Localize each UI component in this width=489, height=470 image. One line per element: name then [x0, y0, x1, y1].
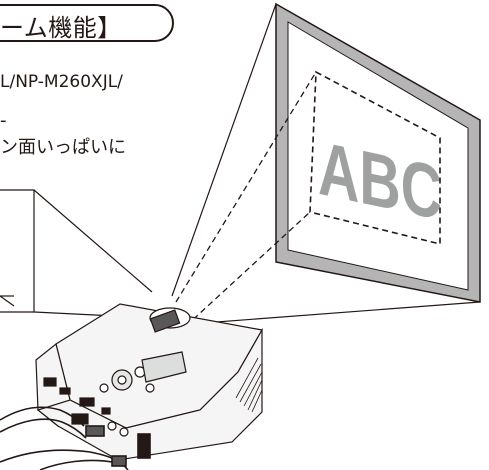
projector-cables	[0, 406, 151, 470]
section-title: ーム機能】	[0, 14, 122, 42]
zoom-frame-dashed	[309, 70, 441, 246]
section-heading-tab	[0, 4, 174, 42]
projection-beam	[171, 3, 481, 325]
callout-frame	[0, 189, 157, 319]
body-text-line: -	[0, 110, 7, 131]
body-text-line: ン面いっぱいに	[0, 137, 126, 158]
model-names-text: L/NP-M260XJL/	[0, 72, 123, 92]
zoom-beam-dashed	[175, 71, 317, 327]
